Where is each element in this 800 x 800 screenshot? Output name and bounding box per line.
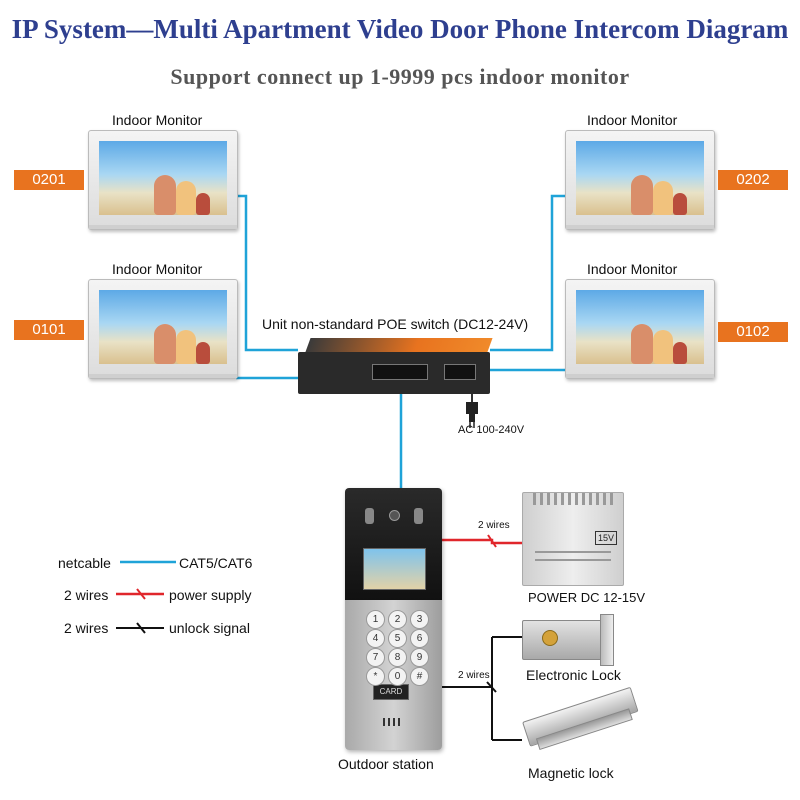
indoor-monitor-0201 <box>88 130 238 230</box>
card-reader: CARD <box>373 684 409 700</box>
legend-cat: CAT5/CAT6 <box>179 555 253 571</box>
keypad-key[interactable]: * <box>366 667 385 686</box>
outdoor-station-label: Outdoor station <box>338 756 434 772</box>
keypad-key[interactable]: 1 <box>366 610 385 629</box>
indoor-monitor-0202 <box>565 130 715 230</box>
cable-power <box>442 538 522 545</box>
room-tag-0202: 0202 <box>718 170 788 190</box>
monitor-label-0101: Indoor Monitor <box>112 261 203 277</box>
legend-power-supply: power supply <box>169 587 252 603</box>
electronic-lock <box>522 614 614 666</box>
poe-switch-label: Unit non-standard POE switch (DC12-24V) <box>262 316 529 332</box>
legend-netcable: netcable <box>58 555 111 571</box>
keypad-key[interactable]: 9 <box>410 648 429 667</box>
monitor-label-0201: Indoor Monitor <box>112 112 203 128</box>
cable-0201 <box>236 194 298 352</box>
speaker-grille <box>383 718 403 726</box>
room-tag-0102: 0102 <box>718 322 788 342</box>
legend-unlock-wires: 2 wires <box>64 620 109 636</box>
outdoor-station-screen <box>363 548 426 590</box>
legend-power-wires: 2 wires <box>64 587 109 603</box>
cable-0202 <box>490 194 565 352</box>
indoor-monitor-0102 <box>565 279 715 379</box>
keypad-key[interactable]: 2 <box>388 610 407 629</box>
power-supply-label: POWER DC 12-15V <box>528 590 646 605</box>
lock-wires-label: 2 wires <box>458 670 490 681</box>
magnetic-lock-label: Magnetic lock <box>528 765 614 781</box>
page-subtitle: Support connect up 1-9999 pcs indoor mon… <box>170 64 630 89</box>
electronic-lock-label: Electronic Lock <box>526 667 621 683</box>
page-title: IP System—Multi Apartment Video Door Pho… <box>11 14 789 44</box>
ac-power-label: AC 100-240V <box>458 424 525 436</box>
keypad-key[interactable]: 6 <box>410 629 429 648</box>
power-wires-label: 2 wires <box>478 520 510 531</box>
keypad-key[interactable]: 5 <box>388 629 407 648</box>
poe-switch <box>298 338 493 394</box>
legend-unlock-signal: unlock signal <box>169 620 250 636</box>
keypad-key[interactable]: 8 <box>388 648 407 667</box>
keypad-key[interactable]: 0 <box>388 667 407 686</box>
indoor-monitor-0101 <box>88 279 238 379</box>
keypad-key[interactable]: 7 <box>366 648 385 667</box>
room-tag-0101: 0101 <box>14 320 84 340</box>
keypad-key[interactable]: 4 <box>366 629 385 648</box>
room-tag-0201: 0201 <box>14 170 84 190</box>
power-supply: 15V <box>522 492 624 586</box>
monitor-label-0202: Indoor Monitor <box>587 112 678 128</box>
monitor-label-0102: Indoor Monitor <box>587 261 678 277</box>
keypad-key[interactable]: # <box>410 667 429 686</box>
keypad-key[interactable]: 3 <box>410 610 429 629</box>
